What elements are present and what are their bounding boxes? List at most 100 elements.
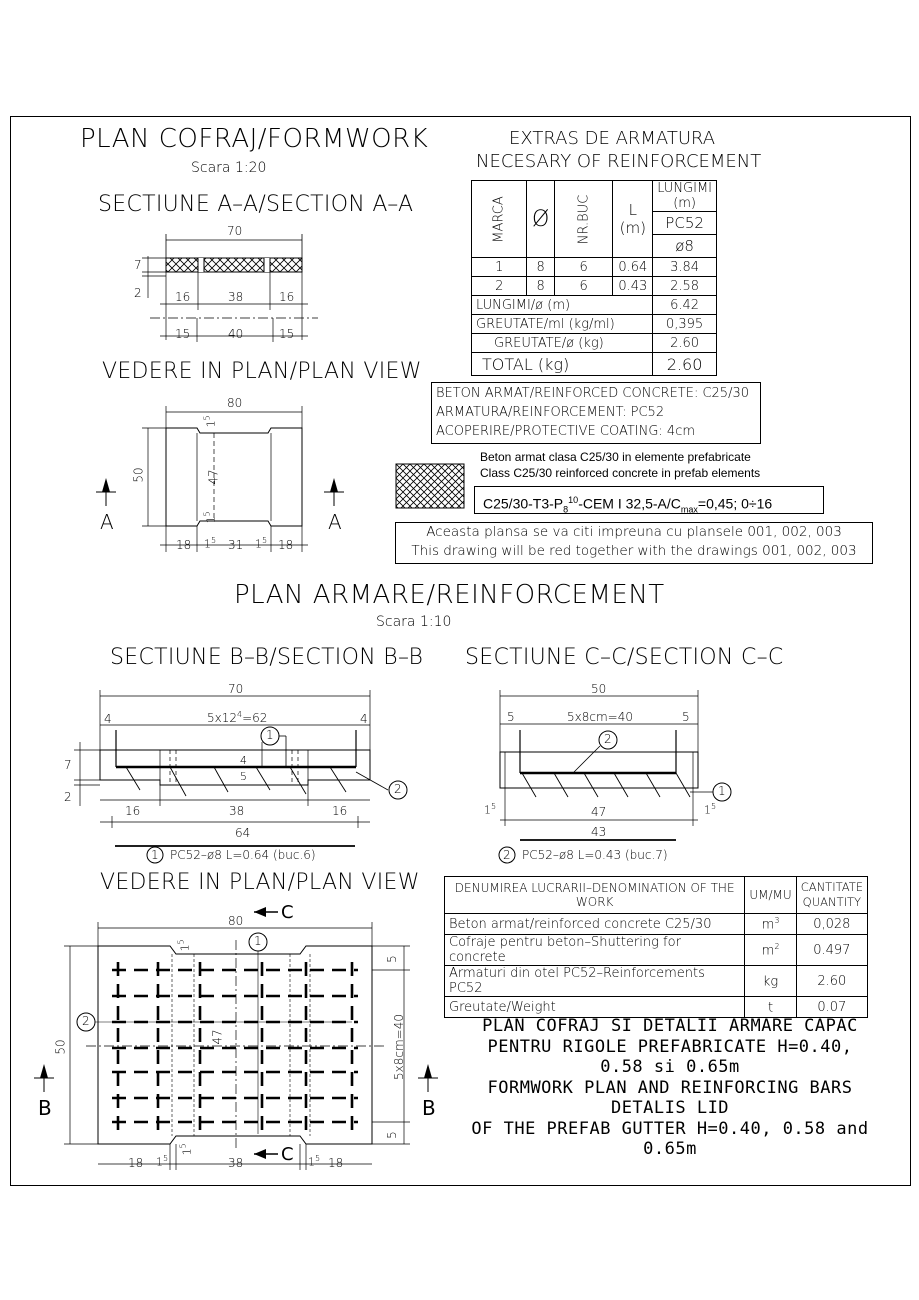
- plan-dim-bot-m: 31: [228, 538, 244, 552]
- rp-dim-bot-l: 18: [128, 1156, 144, 1170]
- plan-dim-bot-r: 18: [278, 538, 294, 552]
- rp-dim-bot-s1: 15: [156, 1154, 168, 1169]
- rp-dim-bot-s1-sup: 5: [163, 1154, 169, 1163]
- aa-dim-h2: 2: [134, 286, 142, 300]
- qty-cell-um: t: [744, 996, 797, 1018]
- plan-dim-bot-l: 18: [176, 538, 192, 552]
- bb-dim-b16r: 16: [332, 804, 348, 818]
- concrete-info-line1: BETON ARMAT/REINFORCED CONCRETE: C25/30: [436, 386, 750, 401]
- title-line4: FORMWORK PLAN AND REINFORCING BARS: [487, 1077, 853, 1098]
- cc-mark-1: 1: [718, 784, 726, 798]
- spec-part-b: -CEM I 32,5-A/C: [578, 495, 681, 512]
- section-bb-title: SECTIUNE B–B/SECTION B–B: [110, 645, 424, 670]
- title-line3: 0.58 si 0.65m: [600, 1057, 740, 1077]
- rp-dim-total: 80: [228, 914, 244, 928]
- rp-dim-bot-m: 38: [228, 1156, 244, 1170]
- qty-cell-value: 2.60: [795, 965, 869, 997]
- legend-hatch-swatch: [395, 463, 465, 509]
- bb-caption: PC52–ø8 L=0.64 (buc.6): [170, 848, 316, 862]
- rp-mark-2: 2: [82, 1014, 90, 1028]
- qty-cell-work: Beton armat/reinforced concrete C25/30: [443, 913, 746, 935]
- plan-dim-bot-s1-sup: 5: [211, 536, 217, 545]
- extras-header-d8: ø8: [652, 234, 717, 258]
- bb-dim-h2: 2: [64, 790, 72, 804]
- qty-um-sup: 3: [774, 915, 780, 925]
- extras-header-l-unit: (m): [619, 219, 646, 237]
- qty-cell-um: kg: [744, 965, 797, 997]
- extras-summary-label: TOTAL (kg): [470, 352, 654, 376]
- aa-dim-top-r: 16: [279, 290, 295, 304]
- qty-header-um: UM/MU: [744, 876, 797, 914]
- extras-summary-value: 2.60: [652, 352, 717, 376]
- plan-dim-bot-s2: 15: [255, 536, 267, 551]
- qty-cell-work: Armaturi din otel PC52–Reinforcements PC…: [443, 965, 746, 997]
- qty-header-qty1: CANTITATE: [800, 880, 863, 894]
- qty-cell-um: m2: [744, 934, 797, 966]
- legend-line2: Class C25/30 reinforced concrete in pref…: [480, 466, 761, 480]
- rp-dim-t5: 5: [384, 955, 399, 963]
- table-row: Cofraje pentru beton–Shuttering for conc…: [443, 934, 869, 966]
- bb-dim-spacing-base: 5x12: [207, 711, 238, 725]
- plan-dim-bot-s1-base: 1: [204, 537, 211, 551]
- extras-header-diam: Ø: [526, 180, 555, 258]
- table-row: Beton armat/reinforced concrete C25/30 m…: [443, 913, 869, 935]
- plan-dim-bot-s1: 15: [204, 536, 216, 551]
- bb-dim-l4: 4: [104, 712, 112, 726]
- qty-um-base: m: [761, 917, 775, 933]
- rp-dim-bot-s2-sup: 5: [315, 1154, 321, 1163]
- note-line2: This drawing will be red together with t…: [411, 543, 857, 559]
- rp-dim-bot-s2-base: 1: [308, 1155, 315, 1169]
- qty-um-base: kg: [762, 974, 779, 990]
- aa-dim-bot-m: 40: [228, 327, 244, 341]
- section-cc-title: SECTIUNE C–C/SECTION C–C: [465, 645, 784, 670]
- title-line1: PLAN COFRAJ SI DETALII ARMARE CAPAC: [482, 1016, 858, 1036]
- bb-mark-2: 2: [394, 782, 402, 796]
- reinforcement-title: PLAN ARMARE/REINFORCEMENT: [234, 580, 665, 610]
- qty-um-base: m: [761, 943, 775, 959]
- bb-dim-b38: 38: [229, 804, 245, 818]
- bb-dim-s5: 5: [240, 770, 247, 783]
- rp-cut-b-left: B: [38, 1096, 52, 1120]
- bb-dim-spacing-sup: 4: [237, 710, 243, 719]
- bb-dim-b64: 64: [235, 826, 251, 840]
- rp-dim-b5: 5: [384, 1131, 399, 1139]
- cc-caption-mark: 2: [503, 848, 511, 862]
- bb-mark-1: 1: [266, 728, 274, 742]
- title-line2: PENTRU RIGOLE PREFABRICATE H=0.40,: [487, 1036, 853, 1057]
- extras-row: 2 8 6 0.43 2.58: [470, 276, 717, 296]
- cc-dim-spacing: 5x8cm=40: [567, 710, 633, 724]
- rp-dim-spacing: 5x8cm=40: [391, 1014, 406, 1080]
- qty-cell-value: 0,028: [795, 913, 869, 935]
- extras-summary-row: TOTAL (kg) 2.60: [470, 352, 717, 376]
- plan-dim-bot-s2-base: 1: [255, 537, 262, 551]
- extras-header-nrbuc: NR.BUC: [553, 180, 614, 258]
- concrete-info-line3: ACOPERIRE/PROTECTIVE COATING: 4cm: [436, 424, 696, 439]
- table-row: Armaturi din otel PC52–Reinforcements PC…: [443, 965, 869, 997]
- qty-header-qty2: QUANTITY: [802, 895, 862, 909]
- extras-title-1: EXTRAS DE ARMATURA: [509, 128, 716, 149]
- section-aa-title: SECTIUNE A–A/SECTION A–A: [98, 192, 414, 217]
- aa-dim-top-m: 38: [228, 290, 244, 304]
- aa-dim-total: 70: [227, 224, 243, 238]
- qty-cell-value: 0.07: [795, 996, 869, 1018]
- bb-caption-mark: 1: [151, 848, 159, 862]
- formwork-scale: Scara 1:20: [191, 160, 267, 176]
- concrete-spec-box: C25/30-T3-P810-CEM I 32,5-A/Cmax=0,45; 0…: [474, 486, 824, 514]
- reinforcement-plan-view-title: VEDERE IN PLAN/PLAN VIEW: [100, 870, 420, 895]
- cc-dim-r5: 5: [682, 710, 690, 724]
- cc-dim-sr: 15: [704, 802, 716, 817]
- cc-dim-sr-sup: 5: [711, 802, 717, 811]
- rp-cut-c-bot: C: [281, 1144, 294, 1165]
- aa-dim-h7: 7: [134, 258, 142, 272]
- title-line7: 0.65m: [643, 1139, 697, 1159]
- rp-cut-b-right: B: [422, 1096, 436, 1120]
- bb-dim-r4: 4: [360, 712, 368, 726]
- reinforcement-scale: Scara 1:10: [376, 614, 452, 630]
- rp-dim-s15-top-sup: 5: [176, 939, 186, 945]
- extras-cell: 3.84: [652, 257, 717, 277]
- rp-dim-inner: 47: [210, 1029, 225, 1045]
- bb-dim-h7: 7: [64, 758, 72, 772]
